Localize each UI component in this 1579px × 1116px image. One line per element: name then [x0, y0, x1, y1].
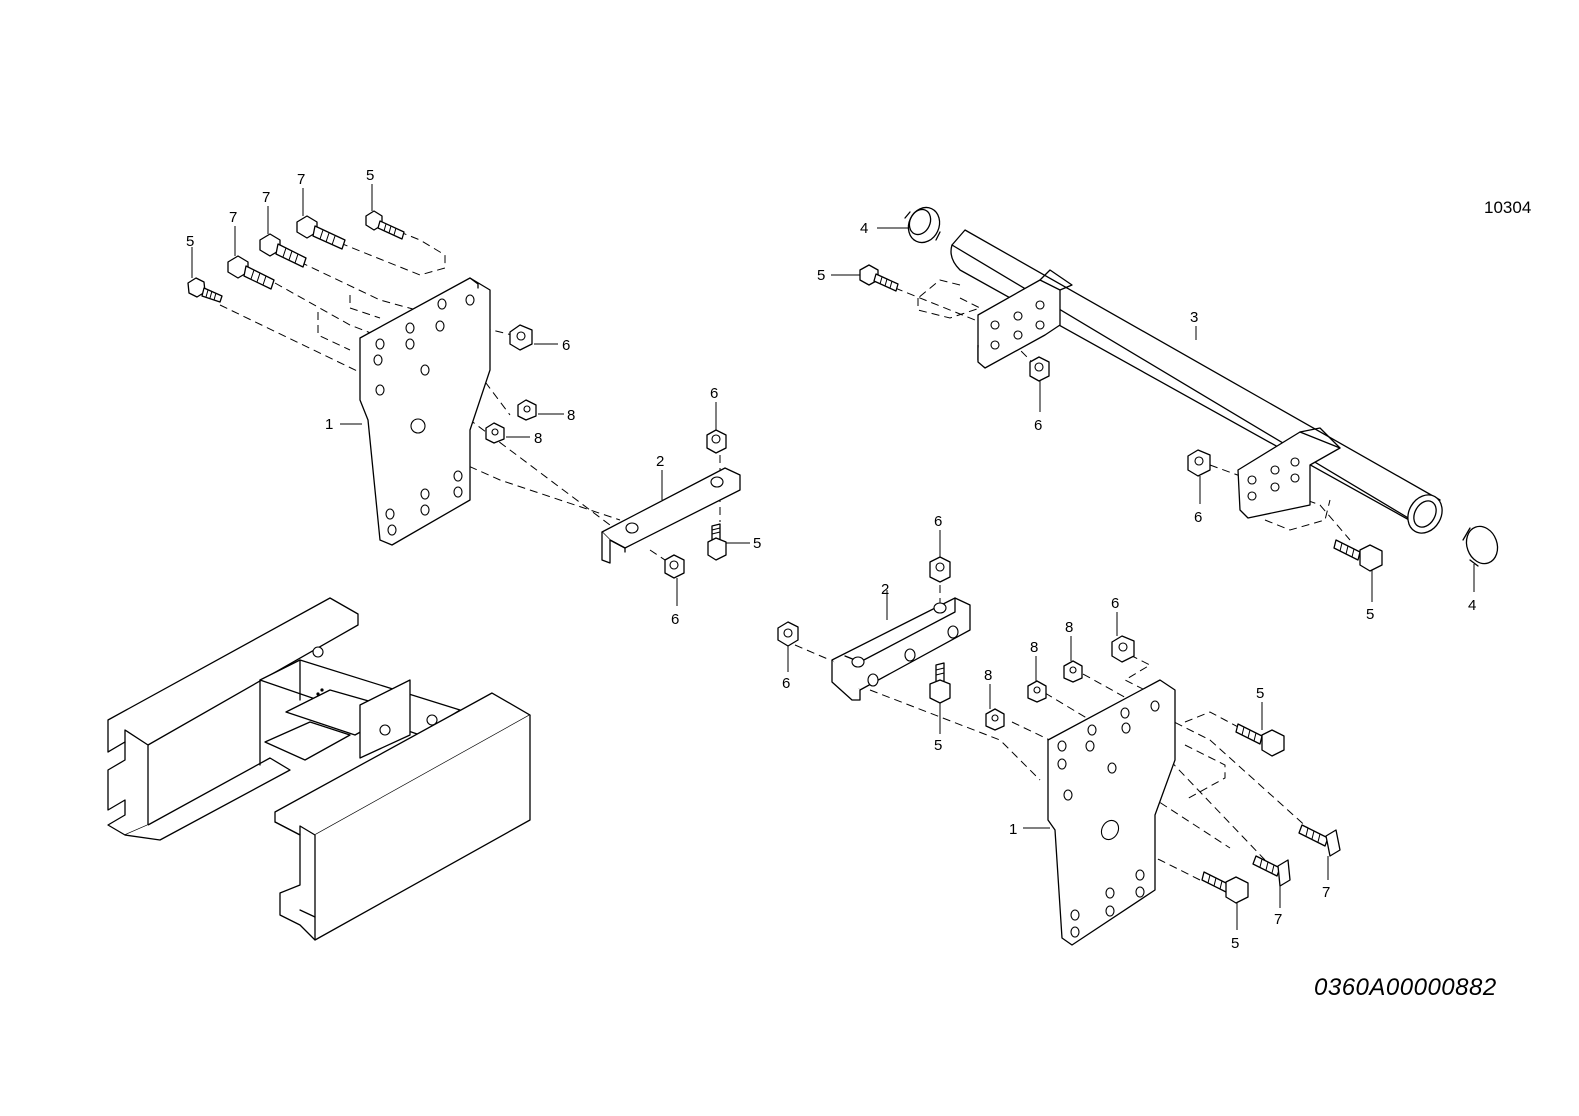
- flange-nut-6c: [664, 554, 685, 579]
- callout-5: 5: [753, 535, 761, 552]
- callout-6: 6: [1111, 595, 1119, 612]
- drawing-number: 0360A00000882: [1314, 974, 1497, 1001]
- flange-nut-6f: [929, 556, 951, 583]
- bolt-7c: [296, 215, 346, 250]
- bolt-7b: [259, 233, 307, 268]
- callout-4: 4: [860, 220, 868, 237]
- callout-6: 6: [671, 611, 679, 628]
- mounting-plate-lower: [1047, 679, 1176, 946]
- flange-nut-6d: [1029, 356, 1050, 382]
- callout-6: 6: [1034, 417, 1042, 434]
- flange-nut-6b: [706, 429, 727, 454]
- cross-tube: [950, 229, 1443, 534]
- callouts: 5 7 7 7 5 1 6 8 8 6 2 5 6 4 5 3 6 6 5 4 …: [186, 167, 1476, 952]
- nut-8e: [1063, 660, 1083, 683]
- callout-5: 5: [1366, 606, 1374, 623]
- flange-nut-6e: [1187, 449, 1211, 477]
- callout-1: 1: [1009, 821, 1017, 838]
- callout-7: 7: [1322, 884, 1330, 901]
- callout-5: 5: [1231, 935, 1239, 952]
- bolt-7d: [1298, 824, 1341, 857]
- bolt-7e: [1252, 855, 1291, 887]
- bolt-5b: [365, 210, 405, 240]
- callout-8: 8: [1065, 619, 1073, 636]
- callout-6: 6: [782, 675, 790, 692]
- sheet-code: 10304: [1484, 198, 1532, 217]
- callout-5: 5: [934, 737, 942, 754]
- callout-8: 8: [567, 407, 575, 424]
- bolt-5h: [1201, 871, 1249, 904]
- callout-5: 5: [186, 233, 194, 250]
- flange-nut-6a: [509, 324, 533, 351]
- end-cap-4b: [1462, 525, 1499, 567]
- nut-8a: [517, 399, 537, 421]
- bolt-5c: [707, 523, 727, 561]
- callout-6: 6: [1194, 509, 1202, 526]
- callout-5: 5: [366, 167, 374, 184]
- assembly-lines-lower-right: [794, 585, 1311, 881]
- callout-7: 7: [229, 209, 237, 226]
- callout-3: 3: [1190, 309, 1198, 326]
- callout-2: 2: [881, 581, 889, 598]
- callout-6: 6: [934, 513, 942, 530]
- callout-8: 8: [534, 430, 542, 447]
- callout-7: 7: [297, 171, 305, 188]
- bracket-bar-upper: [601, 467, 741, 564]
- nut-8c: [985, 708, 1005, 731]
- callout-4: 4: [1468, 597, 1476, 614]
- bracket-bar-lower: [831, 597, 971, 701]
- end-cap-4a: [904, 206, 941, 244]
- callout-7: 7: [1274, 911, 1282, 928]
- leader-lines: [191, 184, 1475, 930]
- chassis-frame: [107, 597, 531, 941]
- callout-8: 8: [984, 667, 992, 684]
- mounting-plate-upper: [359, 277, 491, 546]
- callout-7: 7: [262, 189, 270, 206]
- nut-8d: [1027, 680, 1047, 703]
- bolt-5d: [859, 264, 899, 292]
- flange-nut-6h: [1111, 635, 1135, 663]
- bolt-5g: [1235, 723, 1285, 757]
- bolt-5f: [929, 662, 951, 704]
- callout-6: 6: [710, 385, 718, 402]
- flange-nut-6g: [777, 621, 799, 647]
- callout-5: 5: [817, 267, 825, 284]
- nut-8b: [485, 422, 505, 444]
- callout-5: 5: [1256, 685, 1264, 702]
- callout-8: 8: [1030, 639, 1038, 656]
- callout-1: 1: [325, 416, 333, 433]
- bolt-5a: [187, 277, 223, 303]
- callout-2: 2: [656, 453, 664, 470]
- bolt-7a: [227, 255, 275, 290]
- callout-6: 6: [562, 337, 570, 354]
- bolt-5e: [1333, 539, 1383, 572]
